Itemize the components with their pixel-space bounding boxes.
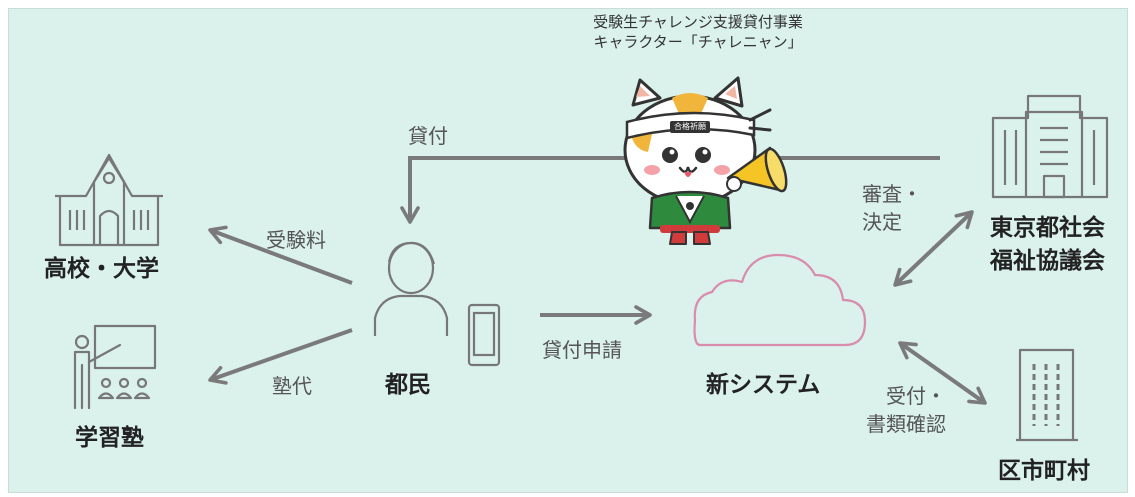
receive-label: 受付・ 書類確認 xyxy=(866,382,946,438)
exam-fee-label: 受験料 xyxy=(266,228,326,252)
council-label: 東京都社会 福祉協議会 xyxy=(990,212,1105,279)
receive-arrow xyxy=(898,341,987,405)
school-label: 高校・大学 xyxy=(44,256,159,282)
review-label-line-2: 決定 xyxy=(862,210,902,234)
review-label-line-1: 審査・ xyxy=(862,182,922,206)
review-label: 審査・ 決定 xyxy=(862,180,922,236)
system-label: 新システム xyxy=(706,372,821,398)
smartphone-icon xyxy=(467,303,501,367)
school-building-icon xyxy=(55,153,163,247)
person-icon xyxy=(373,241,449,336)
tuition-arrow xyxy=(208,328,353,385)
loan-label: 貸付 xyxy=(408,124,448,148)
municipal-building-icon xyxy=(1016,348,1078,442)
headband-text: 合格祈願 xyxy=(674,122,706,131)
receive-label-line-2: 書類確認 xyxy=(866,412,946,436)
review-arrow xyxy=(893,210,974,287)
office-building-icon xyxy=(991,94,1109,199)
caption-line-1: 受験生チャレンジ支援貸付事業 xyxy=(593,13,803,31)
mascot-icon xyxy=(623,76,788,245)
council-label-line-2: 福祉協議会 xyxy=(990,248,1105,275)
application-label: 貸付申請 xyxy=(542,338,622,362)
citizen-label: 都民 xyxy=(385,372,431,398)
receive-label-line-1: 受付・ xyxy=(886,384,946,408)
mascot-caption: 受験生チャレンジ支援貸付事業 キャラクター「チャレニャン」 xyxy=(538,12,858,53)
exam-fee-arrow xyxy=(208,225,353,285)
caption-line-2: キャラクター「チャレニャン」 xyxy=(593,33,803,52)
tuition-label: 塾代 xyxy=(272,374,312,398)
municipality-label: 区市町村 xyxy=(998,458,1090,484)
cloud-icon xyxy=(693,253,867,347)
cram-school-label: 学習塾 xyxy=(75,425,144,451)
council-label-line-1: 東京都社会 xyxy=(990,215,1105,241)
teacher-icon xyxy=(73,324,157,410)
